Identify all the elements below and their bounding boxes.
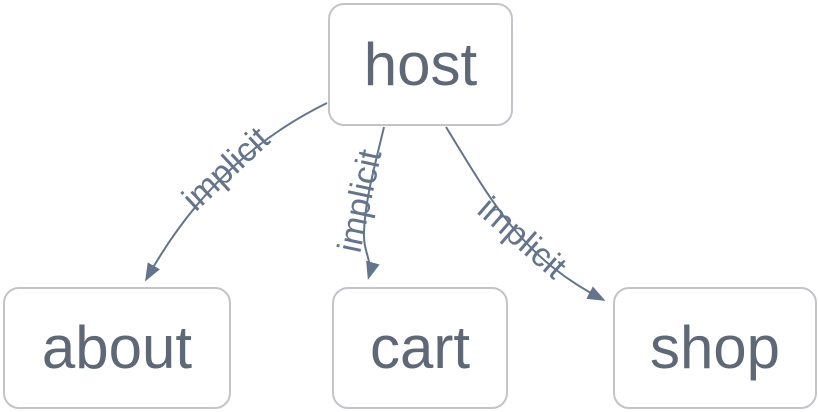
edge-host-cart	[362, 126, 385, 280]
graph-node-cart[interactable]: cart	[332, 287, 508, 409]
graph-node-host[interactable]: host	[328, 3, 513, 126]
node-label-host: host	[363, 30, 478, 98]
edge-host-about	[145, 102, 328, 282]
graph-node-about[interactable]: about	[3, 287, 231, 409]
node-label-cart: cart	[369, 314, 471, 381]
edge-host-shop	[445, 126, 606, 301]
graph-node-shop[interactable]: shop	[613, 287, 817, 409]
node-label-about: about	[41, 314, 193, 381]
node-label-shop: shop	[649, 314, 781, 381]
